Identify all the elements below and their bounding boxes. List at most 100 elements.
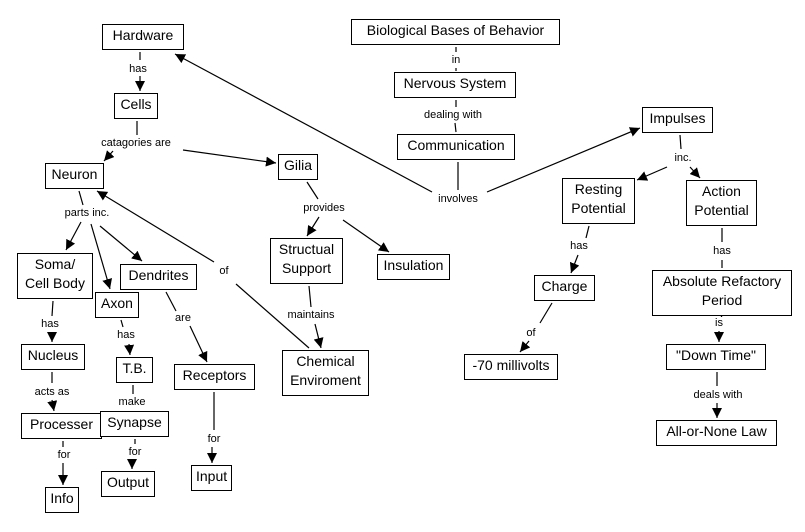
node-label: Neuron	[51, 166, 98, 182]
edge-provides-insulation	[342, 219, 390, 253]
link-label-involves: involves	[437, 193, 479, 205]
edge-inc-resting	[636, 166, 668, 181]
node-label-line2: Cell Body	[25, 275, 85, 291]
link-label-maintains: maintains	[286, 309, 336, 321]
edge-has-tb	[124, 343, 135, 356]
edge-inc-action	[689, 166, 701, 179]
node-impulses[interactable]: Impulses	[642, 107, 713, 133]
node-label-line1: Resting	[574, 181, 623, 197]
edge-resting-has	[585, 225, 590, 239]
edge-impulses-inc	[679, 134, 682, 150]
node-label-line2: Period	[701, 292, 743, 308]
edge-has-charge	[569, 254, 580, 274]
node-output[interactable]: Output	[101, 471, 155, 497]
link-label-receptors-for: for	[206, 433, 222, 445]
link-label-in: in	[450, 54, 462, 66]
edge-structural-maintains	[308, 285, 312, 308]
node-label: Receptors	[182, 367, 247, 383]
edge-categories-gilia	[182, 149, 277, 167]
node-down-time[interactable]: "Down Time"	[666, 344, 766, 370]
link-label-deals-with: deals with	[692, 389, 744, 401]
node-soma[interactable]: Soma/Cell Body	[17, 253, 93, 299]
node-label-line2: Potential	[571, 200, 626, 216]
node-neuron[interactable]: Neuron	[45, 163, 104, 189]
node-label: T.B.	[122, 360, 147, 376]
node-input[interactable]: Input	[191, 465, 232, 491]
node-label-line1: Absolute Refactory	[662, 273, 782, 289]
link-label-synapse-for: for	[127, 446, 143, 458]
node-label: Impulses	[649, 110, 706, 126]
node-label: Axon	[101, 295, 133, 311]
node-label-line1: Chemical	[296, 353, 355, 369]
edge-gilia-provides	[306, 181, 319, 200]
node-label: Processer	[29, 416, 94, 432]
edge-dendrites-are	[165, 291, 177, 312]
edge-are-receptors	[189, 325, 208, 363]
node-label: Hardware	[112, 27, 174, 43]
node-label-line1: Action	[702, 183, 741, 199]
node-label: -70 millivolts	[472, 357, 550, 373]
node-nervous-system[interactable]: Nervous System	[394, 72, 516, 98]
node-gilia[interactable]: Gilia	[278, 154, 318, 180]
edge-parts-dendrites	[99, 225, 143, 262]
node-processer[interactable]: Processer	[21, 413, 102, 439]
node-axon[interactable]: Axon	[95, 292, 139, 318]
node-info[interactable]: Info	[45, 487, 79, 513]
node-dendrites[interactable]: Dendrites	[120, 264, 197, 290]
node-label: Cells	[120, 96, 152, 112]
node-tb[interactable]: T.B.	[116, 357, 153, 383]
link-label-acts-as: acts as	[33, 386, 71, 398]
edge-dealing-communication	[454, 122, 457, 133]
link-label-categories: catagories are	[100, 137, 172, 149]
node-all-or-none-law[interactable]: All-or-None Law	[656, 420, 777, 446]
edge-actsas-processer	[47, 399, 58, 412]
edge-maintains-chemical	[313, 323, 324, 349]
node-label: Nervous System	[403, 75, 507, 91]
node-label: Info	[50, 490, 74, 506]
link-label-processer-for: for	[56, 449, 72, 461]
node-synapse[interactable]: Synapse	[100, 411, 169, 437]
node-hardware[interactable]: Hardware	[102, 24, 184, 50]
edge-categories-neuron	[103, 150, 115, 162]
edge-charge-of	[539, 302, 553, 324]
node-nucleus[interactable]: Nucleus	[21, 344, 85, 370]
edge-soma-has	[51, 300, 54, 317]
node-label: Dendrites	[128, 267, 189, 283]
link-label-provides: provides	[302, 202, 346, 214]
edge-provides-structural	[306, 216, 320, 237]
edge-involves-impulses	[486, 127, 641, 193]
node-label-line2: Enviroment	[290, 372, 361, 388]
link-label-axon-has: has	[116, 329, 136, 341]
link-label-dendrites-are: are	[174, 312, 192, 324]
edge-of-neuron	[96, 190, 215, 263]
node-receptors[interactable]: Receptors	[174, 364, 255, 390]
edge-chemical-of	[235, 283, 310, 349]
edge-parts-soma	[65, 221, 82, 251]
edge-neuron-parts	[78, 190, 84, 206]
node-communication[interactable]: Communication	[397, 134, 515, 160]
node-charge[interactable]: Charge	[534, 275, 595, 301]
node-biological-bases[interactable]: Biological Bases of Behavior	[351, 19, 560, 45]
node-millivolts[interactable]: -70 millivolts	[464, 354, 558, 380]
node-label: Insulation	[383, 257, 444, 273]
node-label-line1: Soma/	[34, 256, 76, 272]
link-label-is: is	[714, 317, 724, 329]
edge-axon-has	[120, 319, 124, 328]
edge-involves-hardware	[174, 53, 433, 193]
link-label-has-cells: has	[128, 63, 148, 75]
node-label: Charge	[541, 278, 588, 294]
link-label-of-neuron: of	[218, 265, 230, 277]
node-label: Gilia	[283, 157, 312, 173]
node-cells[interactable]: Cells	[114, 93, 158, 119]
node-label: All-or-None Law	[666, 423, 767, 439]
node-insulation[interactable]: Insulation	[377, 254, 450, 280]
node-label: Communication	[407, 137, 505, 153]
node-label: Biological Bases of Behavior	[366, 22, 545, 38]
